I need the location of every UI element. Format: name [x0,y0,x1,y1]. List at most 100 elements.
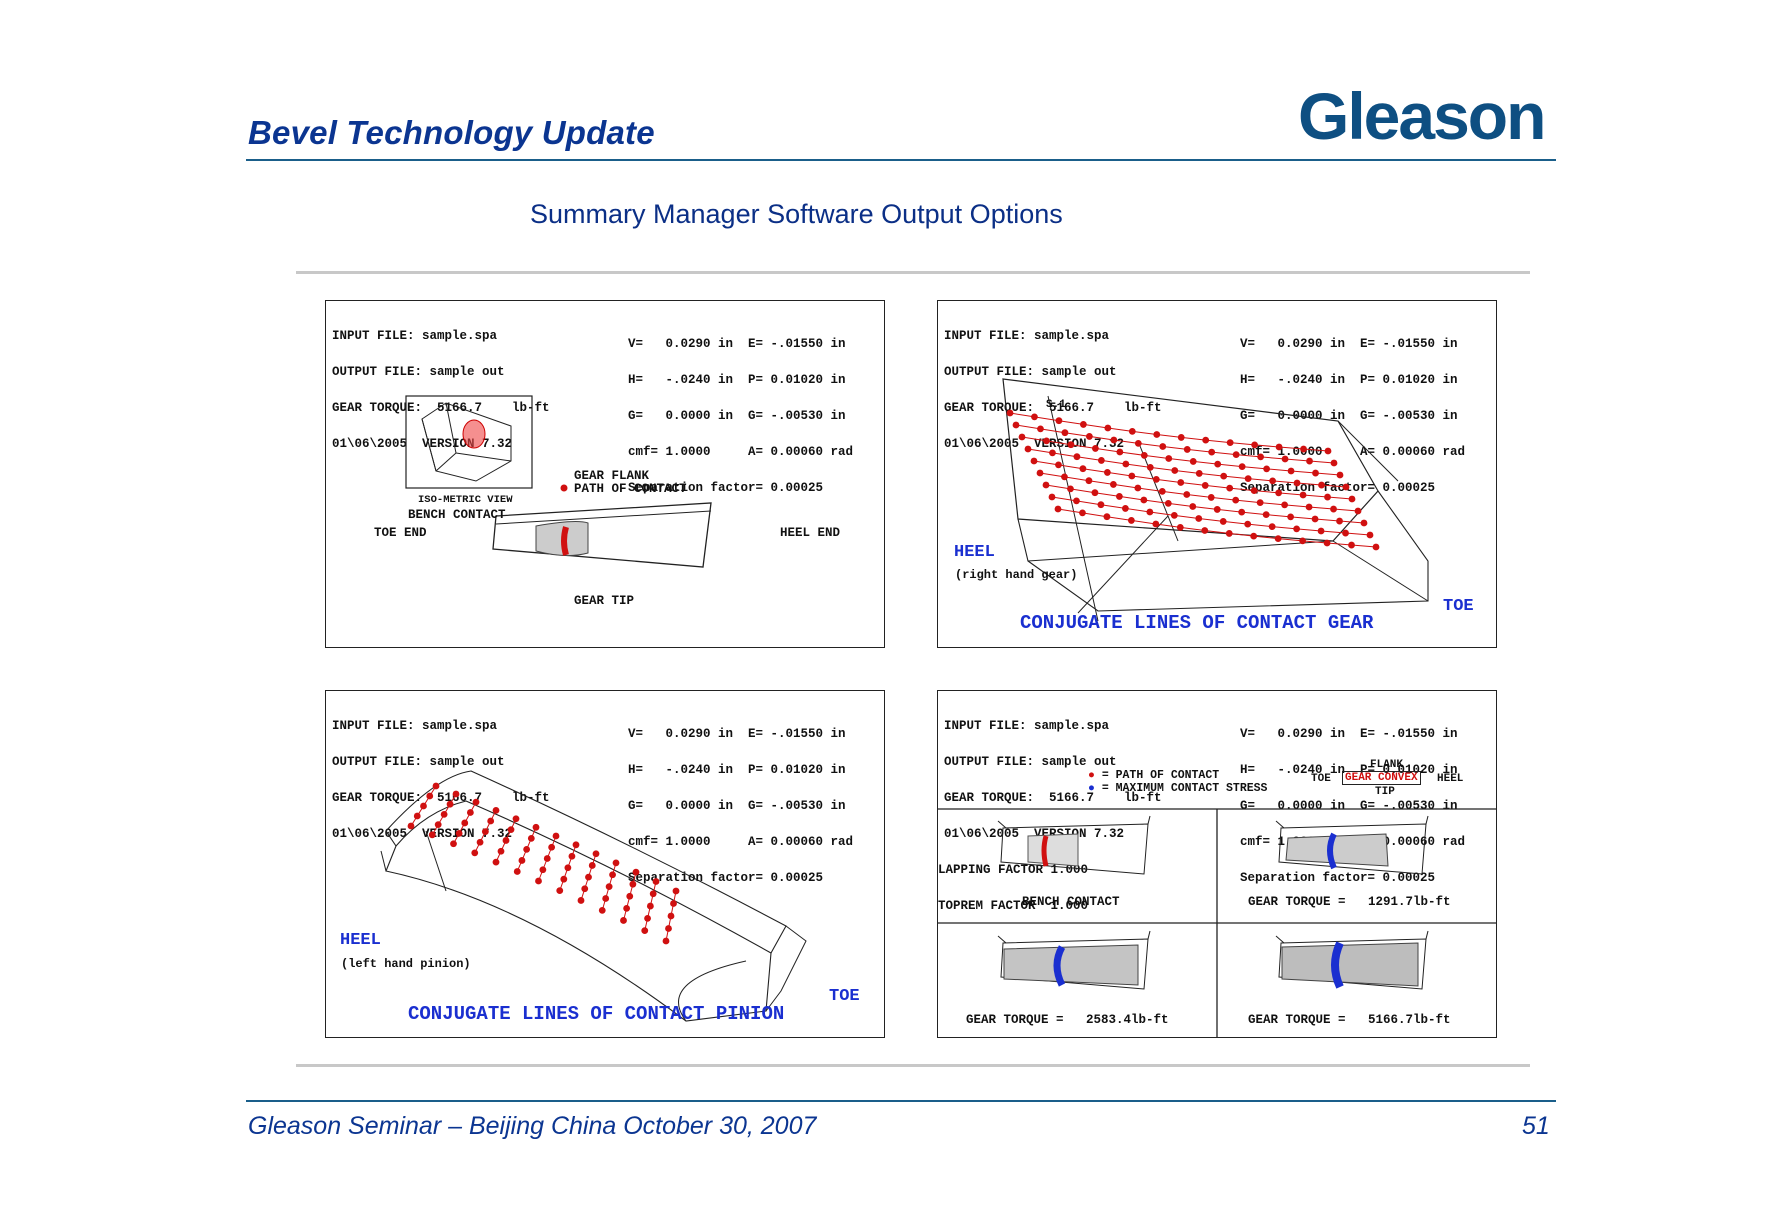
panel-conjugate-gear: INPUT FILE: sample.spa OUTPUT FILE: samp… [937,300,1497,648]
contact-line [1321,484,1347,488]
contact-dot [1232,451,1240,459]
contact-dot [476,838,484,846]
contact-dot [1372,543,1380,551]
contact-dot [585,873,592,881]
contact-line [1285,458,1310,462]
contact-dot [1189,503,1197,510]
contact-line [1094,492,1120,497]
contact-dot [440,811,448,818]
contact-dot [577,897,585,904]
gleason-logo: Gleason [1298,79,1546,153]
contact-line [1272,526,1297,530]
contact-dot [1043,437,1050,445]
contact-line [1107,427,1133,432]
contact-dot [446,800,454,808]
footer-rule [246,1100,1556,1102]
contact-dot [560,875,568,883]
param-line: Separation factor= 0.00025 [628,481,824,495]
contact-dot [1018,433,1026,441]
contact-line [1149,511,1175,516]
contact-line [1088,480,1114,485]
contact-line [1083,423,1108,429]
contact-line [1187,448,1212,453]
contact-dot [1225,530,1233,537]
contact-line [1315,472,1341,476]
toe-end-label: TOE END [374,526,427,540]
contact-line [1138,442,1163,448]
info-line: OUTPUT FILE: sample out [944,365,1117,379]
gear-title: CONJUGATE LINES OF CONTACT GEAR [1020,612,1374,634]
info-line: INPUT FILE: sample.spa [944,329,1110,343]
contact-dot [1299,491,1307,499]
contact-dot [492,858,500,866]
contact-dot [1177,434,1185,441]
contact-line [1205,439,1231,444]
contact-dot [1049,449,1056,457]
contact-dot [1257,453,1265,461]
param-line: H= -.0240 in P= 0.01020 in [1240,763,1458,777]
contact-line [1021,436,1047,442]
contact-dot [1054,505,1062,513]
contact-line [1156,478,1181,484]
contact-dot [466,809,474,816]
contact-dot [1110,436,1118,444]
contact-line [1076,500,1102,506]
contact-line [1235,499,1261,504]
info-line: INPUT FILE: sample.spa [332,719,498,733]
panel2-drawing [1002,378,1429,622]
info-line: GEAR TORQUE: 5166.7 lb-ft [332,791,550,805]
contact-line [1260,502,1285,506]
contact-dot [1127,517,1135,524]
contact-dot [568,852,576,860]
contact-line [1198,518,1224,522]
slide-title: Bevel Technology Update [248,114,655,151]
contact-dot [434,821,442,829]
contact-line [1266,468,1292,472]
contact-line [1150,466,1175,472]
contact-dot [629,880,637,888]
contact-dot [518,857,526,864]
contact-line [1296,528,1322,532]
contact-dot [1134,439,1142,447]
contact-dot [1085,433,1093,440]
contact-dot [552,832,560,840]
contact-dot [1067,441,1075,449]
gear-heel-label: HEEL [954,543,995,562]
contact-dot [527,834,535,842]
contact-line [1339,520,1365,524]
contact-line [1253,535,1279,540]
panel-conjugate-pinion: INPUT FILE: sample.spa OUTPUT FILE: samp… [325,690,885,1038]
contact-dot [543,855,551,862]
contact-line [1217,508,1242,513]
contact-dot [1214,460,1222,468]
info-line: OUTPUT FILE: sample out [944,755,1117,769]
contact-dot [1207,494,1215,501]
contact-dot [1115,493,1123,500]
contact-dot [1183,491,1191,498]
info-line: 01\06\2005 VERSION 7.32 [332,437,513,451]
contact-line [1076,456,1102,461]
contact-line [1284,504,1310,508]
contact-dot [1220,472,1228,480]
panel1-params: V= 0.0290 in E= -.01550 in H= -.0240 in … [628,314,853,518]
contact-line [1131,519,1156,525]
image-top-border [296,271,1530,274]
contact-dot [1152,475,1160,483]
contact-dot [1073,453,1081,461]
contact-dot [1073,497,1080,505]
contact-line [1278,492,1304,496]
contact-line [1229,487,1255,492]
flank-label: GEAR FLANK [574,469,650,483]
iso-label: ISO-METRIC VIEW [418,494,513,506]
panel3-drawing [380,770,807,1022]
contact-dot [1263,465,1271,473]
info-line: OUTPUT FILE: sample out [332,755,505,769]
contact-dot [667,912,675,920]
param-line: Separation factor= 0.00025 [628,871,824,885]
contact-line [1223,475,1249,480]
contact-dot [588,862,596,869]
contact-dot [1251,441,1259,449]
page-number: 51 [1522,1112,1550,1140]
contact-dot [1134,484,1142,492]
contact-dot [1348,495,1356,503]
